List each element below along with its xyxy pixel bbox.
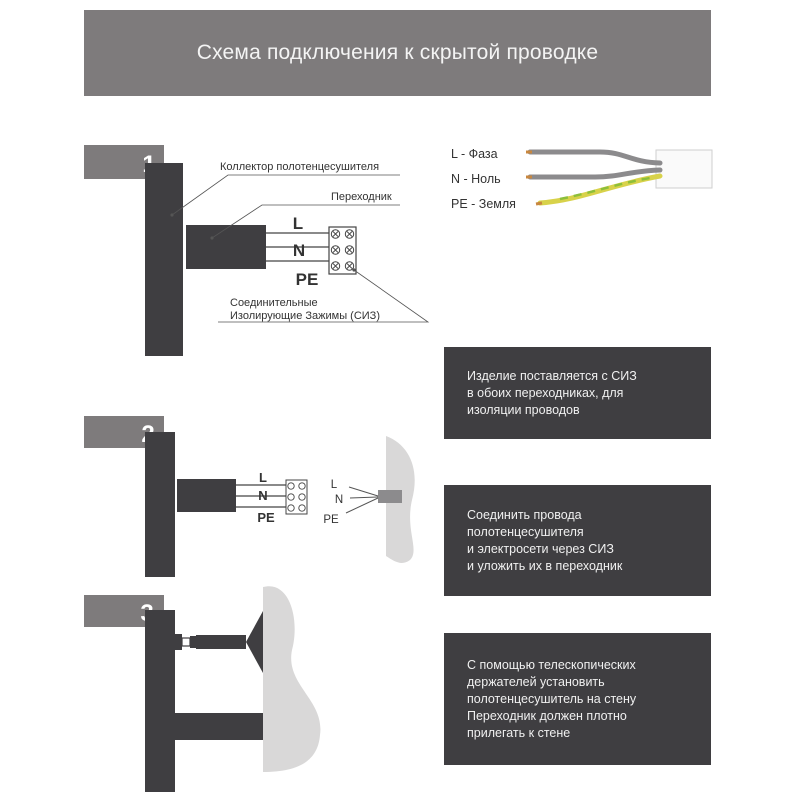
wire-label-l: L — [259, 470, 267, 485]
legend-phase: L - Фаза — [451, 147, 498, 161]
wire-label-n: N — [258, 488, 267, 503]
wire-label-pe: PE — [296, 270, 319, 289]
mains-label-n: N — [335, 494, 343, 506]
mains-label-pe: PE — [323, 514, 339, 526]
adapter-block — [177, 479, 236, 512]
adapter-block — [175, 713, 263, 740]
note-text: Соединить провода полотенцесушителя и эл… — [467, 507, 623, 573]
clamp-block — [328, 226, 357, 275]
label-adapter: Переходник — [331, 191, 392, 203]
clamp-block — [285, 479, 308, 515]
cable-legend: L - Фаза N - Ноль PE - Земля — [451, 147, 713, 211]
label-clamps-line1: Соединительные — [230, 297, 318, 309]
mains-wire-n — [349, 496, 379, 499]
wire-label-pe: PE — [257, 510, 275, 525]
mains-label-l: L — [331, 479, 338, 491]
legend-neutral: N - Ноль — [451, 172, 501, 186]
clamp-screw-icon — [287, 482, 306, 512]
step-2: 2 L N PE L N PE — [84, 416, 415, 577]
cable-wire-neutral — [527, 167, 663, 180]
collector-bar — [145, 610, 175, 792]
note-text: Изделие поставляется с СИЗ в обоих перех… — [467, 368, 637, 417]
adapter-block — [186, 225, 266, 269]
cable-sheath — [655, 149, 713, 189]
telescopic-holder — [175, 611, 263, 673]
wall-outline — [263, 586, 321, 772]
page-title: Схема подключения к скрытой проводке — [196, 41, 599, 64]
callout-collector — [170, 174, 400, 217]
clamp-screw-icon — [330, 229, 355, 271]
wire-label-n: N — [293, 241, 305, 260]
label-collector: Коллектор полотенцесушителя — [220, 161, 379, 173]
collector-bar — [145, 432, 175, 577]
mains-wire-pe — [345, 497, 379, 514]
legend-earth: PE - Земля — [451, 197, 516, 211]
wall-socket — [378, 490, 402, 503]
label-clamps-line2: Изолирующие Зажимы (СИЗ) — [230, 310, 380, 322]
wire-label-l: L — [293, 214, 303, 233]
step-1: 1 L N PE — [84, 145, 430, 356]
note-text: С помощью телескопических держателей уст… — [467, 657, 637, 740]
cable-wire-phase — [527, 149, 663, 166]
instruction-note-1: Изделие поставляется с СИЗ в обоих перех… — [444, 347, 711, 439]
mains-wire-l — [348, 486, 379, 497]
instruction-note-3: С помощью телескопических держателей уст… — [444, 633, 711, 765]
header-banner: Схема подключения к скрытой проводке — [84, 10, 711, 96]
collector-bar — [145, 163, 183, 356]
step-3: 3 — [84, 586, 321, 792]
callout-clamps — [218, 268, 430, 323]
callout-adapter — [210, 204, 400, 240]
instruction-note-2: Соединить провода полотенцесушителя и эл… — [444, 485, 711, 596]
